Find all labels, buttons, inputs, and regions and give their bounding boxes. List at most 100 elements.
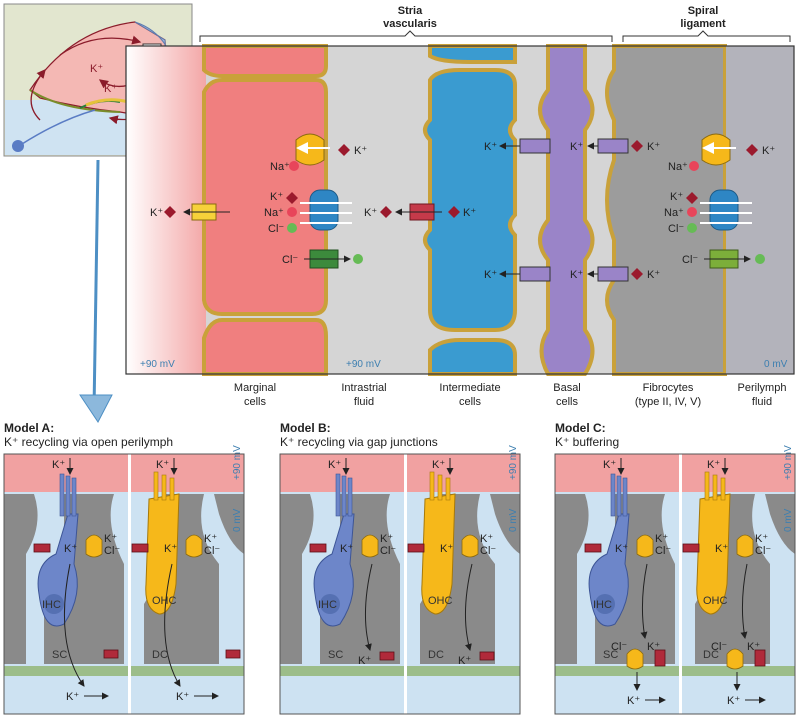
- region-labels: Marginal cells Intrastrial fluid Interme…: [234, 382, 787, 408]
- potential-right: 0 mV: [764, 359, 788, 370]
- ihc-k-entry: K⁺: [52, 459, 65, 471]
- ihc-stereocilia: [622, 477, 628, 517]
- supporting-cell-left: [555, 494, 589, 664]
- panel-plus90-label: +90 mV: [783, 445, 794, 480]
- ihc-label: IHC: [593, 599, 612, 611]
- sc-label: SC: [603, 649, 618, 661]
- panel-plus90-label: +90 mV: [232, 445, 243, 480]
- ohc-stereocilia: [153, 471, 159, 501]
- svg-text:K⁺: K⁺: [480, 533, 493, 545]
- gap-junction-pathway: K⁺ K⁺ K⁺ K⁺ K⁺ K⁺: [484, 138, 660, 282]
- kcc-transporter: [85, 534, 103, 558]
- region-marginal-line1: Marginal: [234, 382, 276, 394]
- ohc-k-channel: [407, 543, 425, 553]
- marginal-transporters: Na⁺ K⁺ K⁺ Na⁺ Cl⁻ Cl⁻ K⁺ K⁺ K⁺: [150, 133, 476, 269]
- svg-text:Cl⁻: Cl⁻: [755, 545, 771, 557]
- region-perilymph-line2: fluid: [752, 396, 772, 408]
- ihc-stereocilia: [59, 473, 65, 517]
- inset-k-label-1: K⁺: [90, 63, 103, 75]
- ohc-stereocilia: [445, 477, 451, 501]
- ohc-stereocilia: [429, 471, 435, 501]
- potential-intrastrial: +90 mV: [346, 359, 381, 370]
- main-panel: [125, 44, 795, 376]
- svg-text:K⁺: K⁺: [755, 533, 768, 545]
- marginal-na-label-2: Na⁺: [264, 207, 284, 219]
- supporting-cell-dc: [695, 494, 770, 664]
- marginal-cell-bottom: [202, 318, 328, 376]
- endolymph-band: [280, 454, 520, 492]
- panel-frame: [279, 453, 521, 715]
- ihc-stereocilia: [71, 477, 77, 517]
- basal-kcc: [626, 648, 644, 670]
- svg-text:K⁺: K⁺: [655, 533, 668, 545]
- stria-vascularis-header: Stria vascularis: [199, 5, 613, 42]
- na-k-atpase: [295, 133, 325, 166]
- stria-label-line1: Stria: [398, 5, 423, 17]
- intermediate-cell-bottom: [428, 338, 517, 376]
- ihc-stereocilia: [616, 475, 622, 517]
- model-b-title: Model B:: [280, 421, 331, 435]
- svg-text:Cl⁻: Cl⁻: [711, 641, 727, 653]
- ihc-k-entry: K⁺: [328, 459, 341, 471]
- inset-k-label-2: K⁺: [104, 83, 117, 95]
- svg-text:Cl⁻: Cl⁻: [204, 545, 220, 557]
- spiral-bracket: [622, 30, 791, 42]
- ohc-label: OHC: [428, 595, 453, 607]
- fib-k-label-1: K⁺: [762, 145, 775, 157]
- svg-text:K⁺: K⁺: [458, 655, 471, 667]
- ihc-stereocilia: [347, 477, 353, 517]
- svg-text:K⁺: K⁺: [727, 695, 740, 707]
- ohc-stereocilia: [720, 477, 726, 501]
- fib-cl-label: Cl⁻: [668, 223, 684, 235]
- model-a-title: Model A:: [4, 421, 54, 435]
- model-c-subtitle: K⁺ buffering: [555, 435, 619, 449]
- ihc-k-efflux-label: K⁺: [615, 543, 628, 555]
- ihc-stereocilia: [341, 475, 347, 517]
- svg-text:Cl⁻: Cl⁻: [104, 545, 120, 557]
- svg-text:K⁺: K⁺: [358, 655, 371, 667]
- perilymph-k-label: K⁺: [66, 691, 79, 703]
- panel-zero-label: 0 mV: [783, 508, 794, 532]
- endolymph-k-label: K⁺: [150, 207, 163, 219]
- svg-text:K⁺: K⁺: [104, 533, 117, 545]
- gj-k-label-3: K⁺: [647, 141, 660, 153]
- spiral-ligament-header: Spiral ligament: [622, 5, 791, 42]
- marginal-cl-label: Cl⁻: [268, 223, 284, 235]
- ihc-label: IHC: [42, 599, 61, 611]
- svg-text:Cl⁻: Cl⁻: [480, 545, 496, 557]
- panel-zero-label: 0 mV: [508, 508, 519, 532]
- intrastrial-k-label: K⁺: [364, 207, 377, 219]
- ohc-label: OHC: [703, 595, 728, 607]
- marginal-na-label: Na⁺: [270, 161, 290, 173]
- endolymph-band: [4, 454, 244, 492]
- region-basal-line1: Basal: [553, 382, 581, 394]
- svg-text:K⁺: K⁺: [380, 533, 393, 545]
- ohc-stereocilia: [712, 474, 718, 501]
- panel-divider: [679, 454, 682, 714]
- ohc-stereocilia: [704, 471, 710, 501]
- dc-label: DC: [703, 649, 719, 661]
- dc-label: DC: [152, 649, 168, 661]
- dc-label: DC: [428, 649, 444, 661]
- supporting-cell-left: [4, 494, 38, 664]
- inset-to-modelA-arrow: [79, 159, 113, 423]
- ohc-k-channel: [131, 543, 149, 553]
- ohc-stereocilia: [161, 474, 167, 501]
- region-perilymph-line1: Perilymph: [738, 382, 787, 394]
- supporting-cell-left: [280, 494, 314, 664]
- ohc-k-entry: K⁺: [156, 459, 169, 471]
- endolymph-band: [555, 454, 795, 492]
- gj-k-label-6: K⁺: [647, 269, 660, 281]
- ohc-k-efflux-label: K⁺: [715, 543, 728, 555]
- marginal-k-label-1: K⁺: [354, 145, 367, 157]
- region-intermediate-line2: cells: [459, 396, 482, 408]
- ohc-k-entry: K⁺: [707, 459, 720, 471]
- spiral-label-line1: Spiral: [688, 5, 719, 17]
- intermediate-cell: [423, 68, 517, 332]
- svg-text:K⁺: K⁺: [176, 691, 189, 703]
- fib-k-label-2: K⁺: [670, 191, 683, 203]
